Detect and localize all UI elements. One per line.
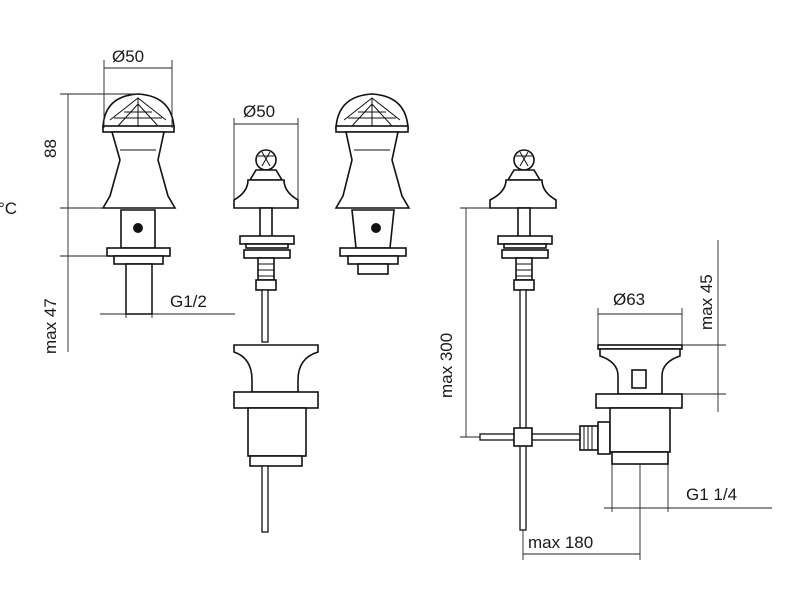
right-valve xyxy=(334,93,411,275)
dimension-labels: Ø50 Ø50 88 °C max 47 G1/2 max 300 Ø63 ma… xyxy=(0,47,737,552)
middle-spout xyxy=(233,149,319,533)
label-max-47: max 47 xyxy=(41,298,60,354)
label-max-45: max 45 xyxy=(697,274,716,330)
label-height-88: 88 xyxy=(41,139,60,158)
label-max-180: max 180 xyxy=(528,533,593,552)
label-diameter-50-mid: Ø50 xyxy=(243,102,275,121)
label-thread-g12: G1/2 xyxy=(170,292,207,311)
label-diameter-63: Ø63 xyxy=(613,290,645,309)
side-view-assembly xyxy=(479,149,683,531)
label-temperature: °C xyxy=(0,199,17,218)
dimension-lines xyxy=(60,60,772,560)
label-max-300: max 300 xyxy=(437,333,456,398)
label-diameter-50-left: Ø50 xyxy=(112,47,144,66)
label-thread-g114: G1 1/4 xyxy=(686,485,737,504)
left-valve xyxy=(101,93,177,315)
